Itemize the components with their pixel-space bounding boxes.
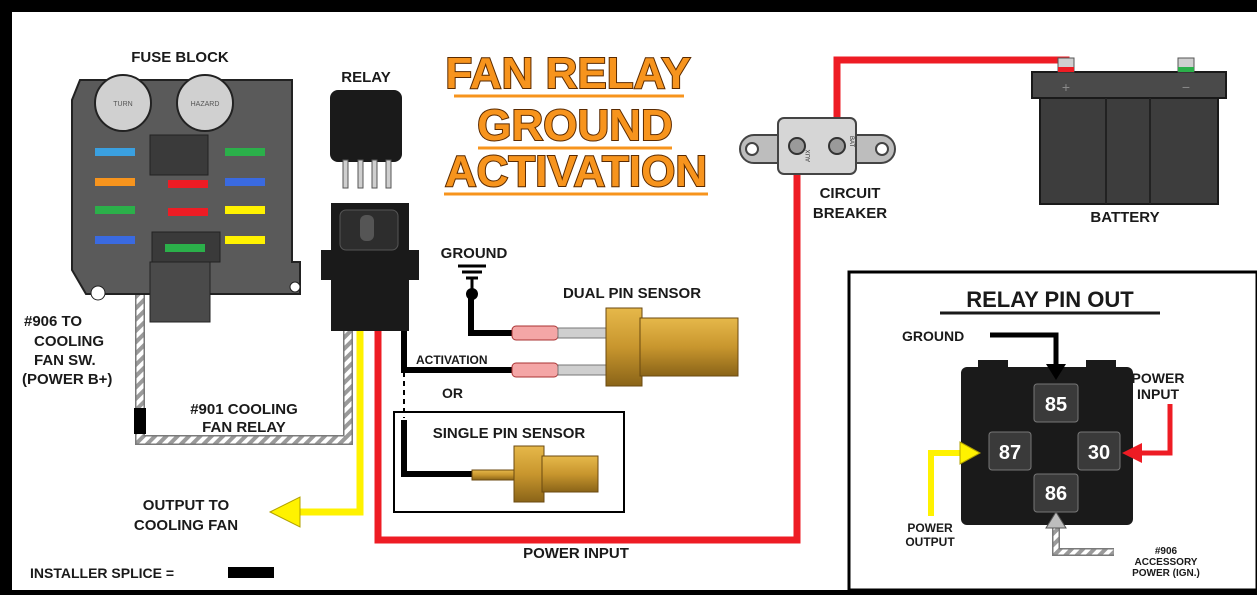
wire-906-label-1: #906 TO <box>24 313 82 330</box>
wire-906-label-2: COOLING <box>34 333 104 350</box>
activation-wire <box>401 330 512 373</box>
pinout-connector <box>961 360 1133 525</box>
fuse-block <box>71 74 301 323</box>
pinout-power-output-label-2: OUTPUT <box>905 535 955 549</box>
red-power-wire <box>374 168 801 544</box>
pin-85-label: 85 <box>1045 394 1067 416</box>
battery-plus-label: + <box>1062 79 1070 95</box>
circuit-breaker-label-2: BREAKER <box>813 205 887 222</box>
circuit-breaker <box>739 117 896 175</box>
pinout-power-input-wire <box>1140 404 1173 456</box>
dual-pin-sensor-label: DUAL PIN SENSOR <box>563 285 701 302</box>
pin-30-label: 30 <box>1088 442 1110 464</box>
single-pin-box <box>393 411 625 513</box>
pinout-acc-label-1: #906 <box>1155 546 1178 557</box>
yellow-output-wire <box>296 330 364 516</box>
wire-901-label-2: FAN RELAY <box>202 419 286 436</box>
or-label: OR <box>442 385 463 401</box>
pinout-power-output-label-1: POWER <box>907 521 953 535</box>
relay-pinout-title: RELAY PIN OUT <box>966 287 1134 312</box>
activation-label: ACTIVATION <box>416 353 488 367</box>
pinout-ground-wire <box>990 332 1059 366</box>
pinout-power-input-label-2: INPUT <box>1137 386 1179 402</box>
fuse-row <box>95 148 265 252</box>
pinout-power-output-wire <box>928 450 962 516</box>
fuse-block-label: FUSE BLOCK <box>131 49 229 66</box>
dual-pin-sensor <box>511 307 739 387</box>
output-label-1: OUTPUT TO <box>143 497 230 514</box>
installer-splice-label: INSTALLER SPLICE = <box>30 565 174 581</box>
battery-label: BATTERY <box>1090 209 1159 226</box>
breaker-aux-label: AUX <box>806 150 812 162</box>
relay-socket <box>321 203 419 331</box>
single-sensor-wire <box>401 420 472 477</box>
single-pin-sensor <box>471 445 599 503</box>
output-label-2: COOLING FAN <box>134 517 238 534</box>
ground-terminal <box>466 288 478 300</box>
fuse-turn-label: TURN <box>113 101 132 108</box>
ground-label: GROUND <box>441 245 508 262</box>
title-line-1: FAN RELAY <box>445 49 690 98</box>
title-underlines <box>444 94 708 196</box>
title-line-2: GROUND <box>477 101 673 150</box>
title-block: FAN RELAY GROUND ACTIVATION <box>444 48 708 197</box>
pinout-acc-label-3: POWER (IGN.) <box>1132 568 1200 579</box>
pin-87-label: 87 <box>999 442 1021 464</box>
relay-label: RELAY <box>341 69 390 86</box>
wire-901-label-1: #901 COOLING <box>190 401 298 418</box>
single-pin-sensor-label: SINGLE PIN SENSOR <box>433 425 586 442</box>
pinout-ground-label: GROUND <box>902 328 964 344</box>
wire-906-label-3: FAN SW. <box>34 352 96 369</box>
circuit-breaker-label-1: CIRCUIT <box>820 185 881 202</box>
ground-wire <box>468 298 512 336</box>
yellow-output-arrow <box>268 496 301 528</box>
pin-86-label: 86 <box>1045 483 1067 505</box>
power-input-label: POWER INPUT <box>523 545 629 562</box>
pinout-power-input-label-1: POWER <box>1132 370 1185 386</box>
battery-minus-label: − <box>1182 79 1190 95</box>
splice-mark <box>134 408 146 434</box>
installer-splice-swatch <box>228 567 274 578</box>
fuse-hazard-label: HAZARD <box>191 101 220 108</box>
battery <box>1031 57 1227 205</box>
breaker-bat-label: BAT <box>848 136 854 148</box>
pinout-acc-label-2: ACCESSORY <box>1135 557 1198 568</box>
title-line-3: ACTIVATION <box>445 147 707 196</box>
relay-cube <box>330 90 402 189</box>
wire-906-label-4: (POWER B+) <box>22 371 112 388</box>
